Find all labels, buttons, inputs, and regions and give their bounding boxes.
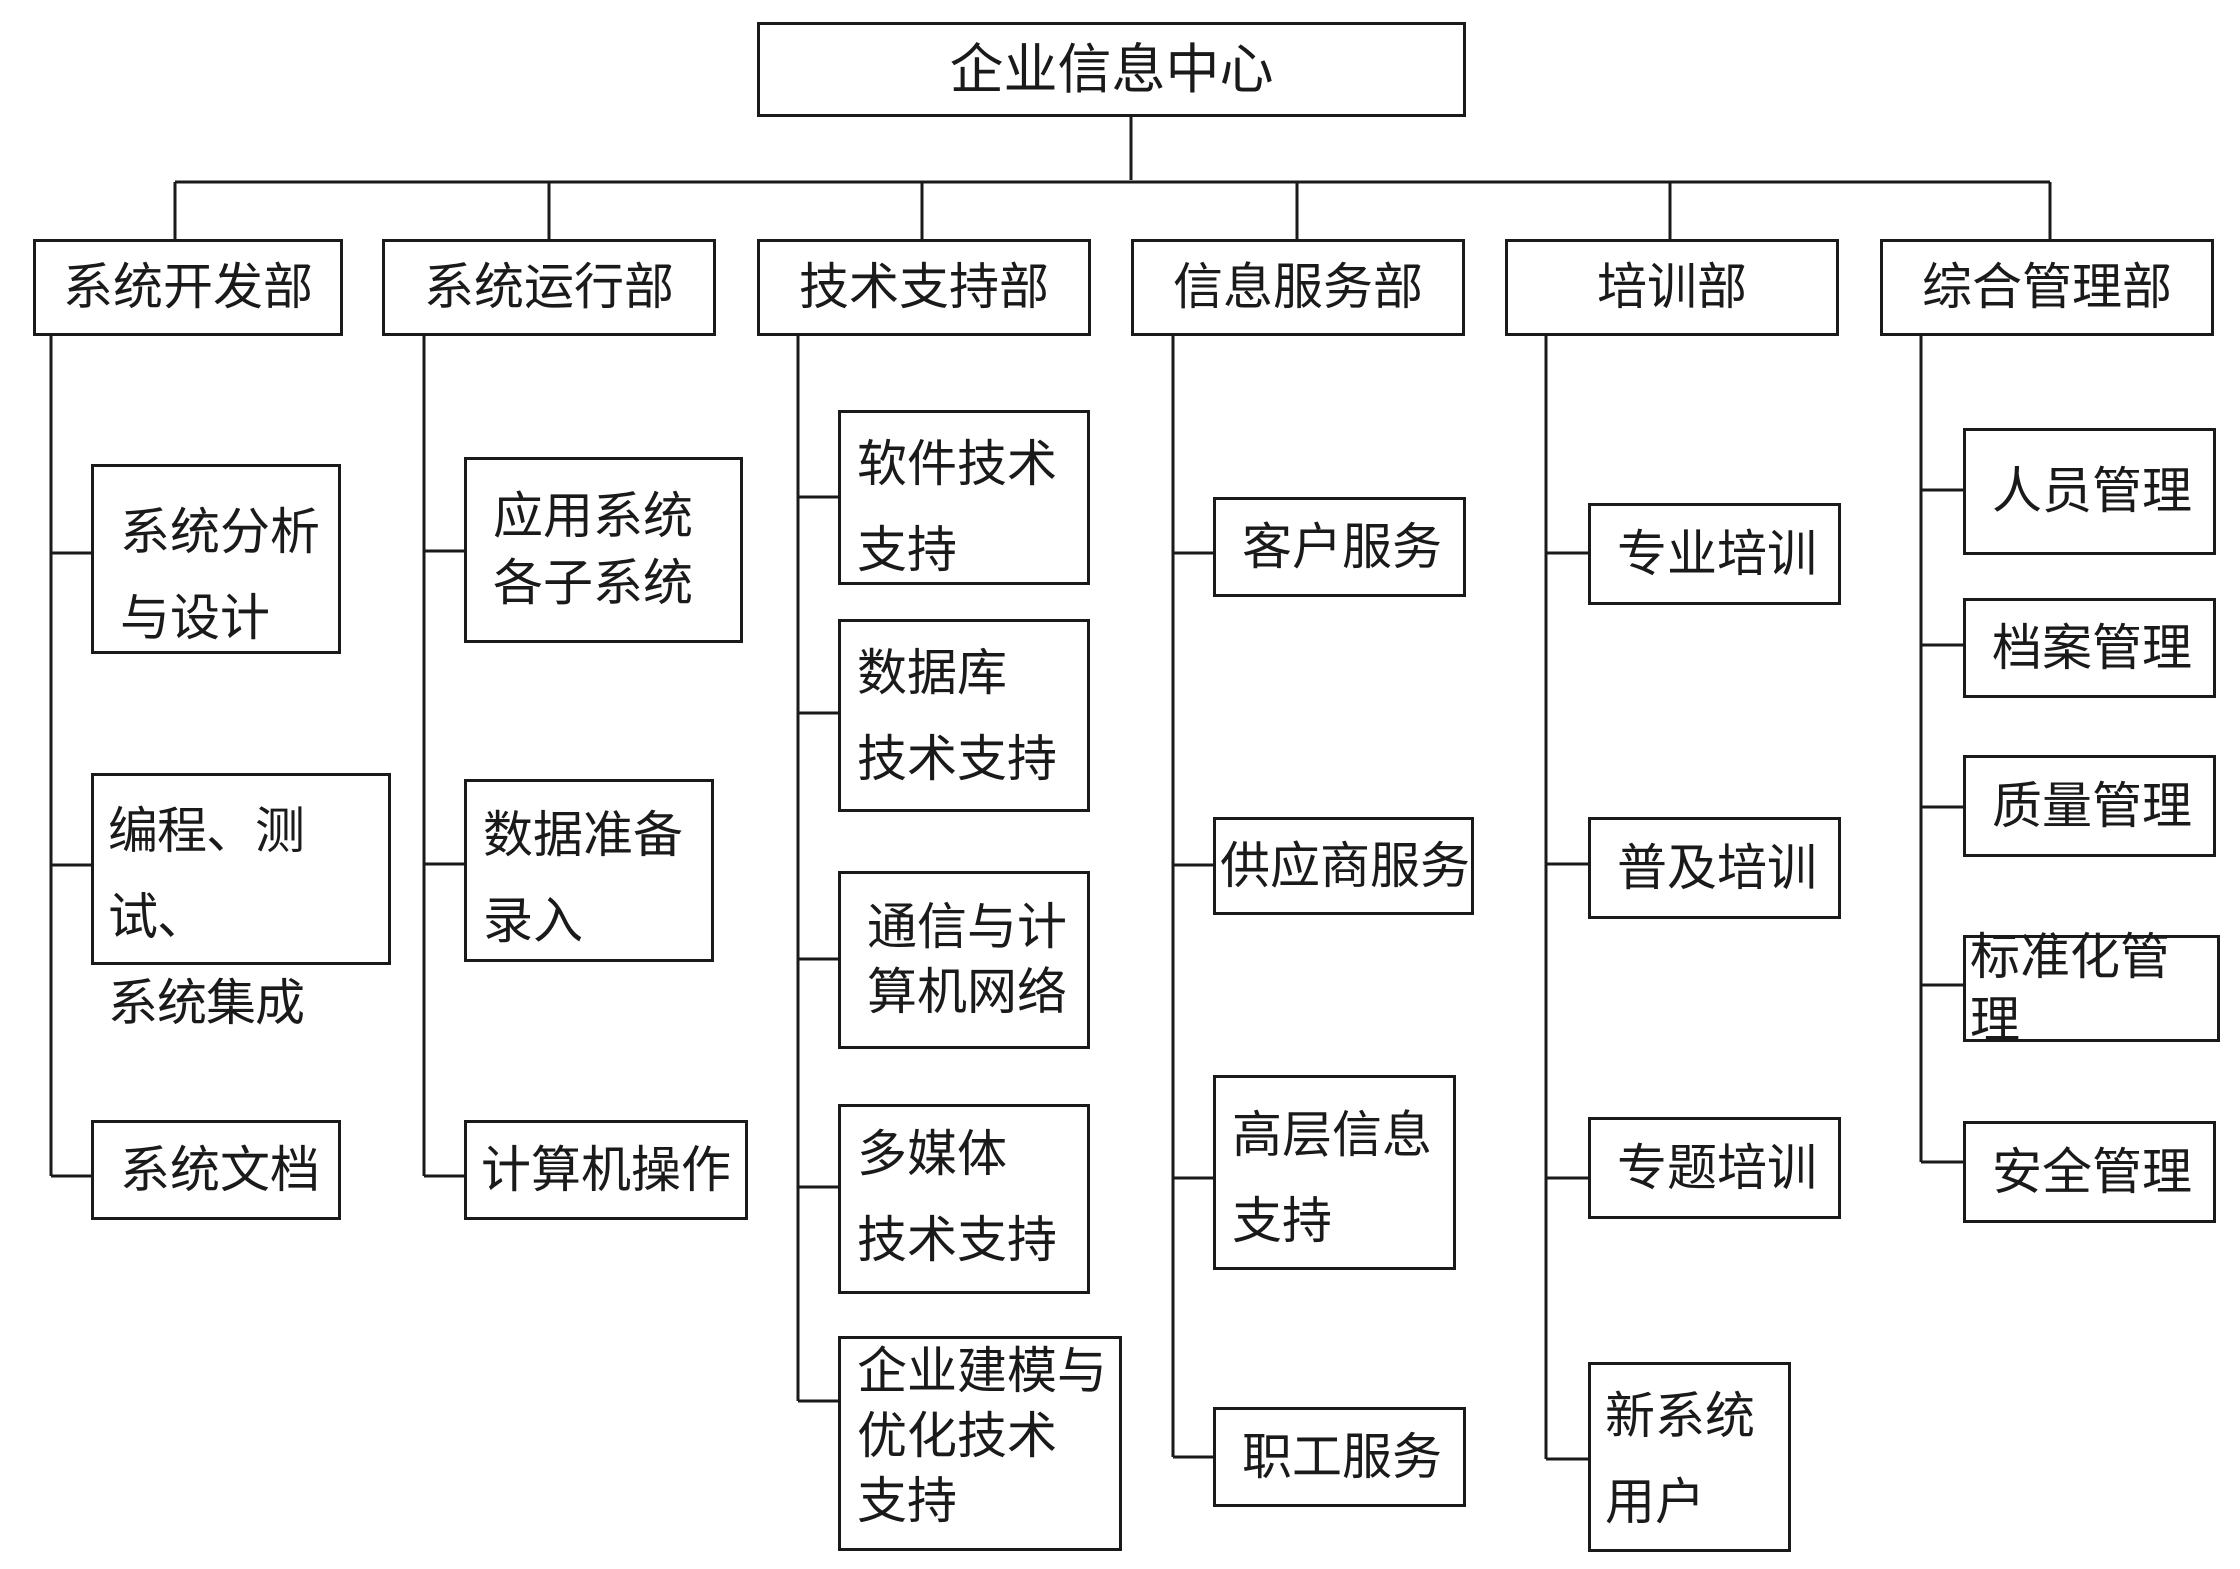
node-archive-management: 档案管理 bbox=[1963, 598, 2216, 698]
node-programming-testing-integration: 编程、测试、 系统集成 bbox=[91, 773, 391, 1032]
node-application-subsystems: 应用系统 各子系统 bbox=[464, 457, 743, 643]
node-enterprise-modeling-optimization: 企业建模与 优化技术 支持 bbox=[838, 1336, 1122, 1551]
node-general-training: 普及培训 bbox=[1588, 817, 1841, 919]
dept-system-operation: 系统运行部 bbox=[382, 239, 716, 336]
node-system-documentation: 系统文档 bbox=[91, 1120, 341, 1220]
node-quality-management: 质量管理 bbox=[1963, 755, 2216, 857]
node-special-topic-training: 专题培训 bbox=[1588, 1117, 1841, 1219]
node-database-tech-support: 数据库 技术支持 bbox=[838, 619, 1090, 812]
node-executive-info-support: 高层信息 支持 bbox=[1213, 1075, 1456, 1270]
dept-information-service: 信息服务部 bbox=[1131, 239, 1465, 336]
node-personnel-management: 人员管理 bbox=[1963, 428, 2216, 555]
node-system-analysis-design: 系统分析 与设计 bbox=[91, 464, 341, 654]
node-standardization-management: 标准化管理 bbox=[1963, 928, 2220, 1049]
node-communication-network: 通信与计 算机网络 bbox=[838, 871, 1090, 1049]
node-professional-training: 专业培训 bbox=[1588, 503, 1841, 605]
node-new-system-users: 新系统 用户 bbox=[1588, 1362, 1791, 1552]
dept-training: 培训部 bbox=[1505, 239, 1839, 336]
node-security-management: 安全管理 bbox=[1963, 1121, 2216, 1223]
root-node: 企业信息中心 bbox=[757, 22, 1466, 117]
node-computer-operation: 计算机操作 bbox=[464, 1120, 748, 1220]
node-software-tech-support: 软件技术 支持 bbox=[838, 410, 1090, 585]
node-supplier-service: 供应商服务 bbox=[1213, 817, 1474, 915]
dept-general-management: 综合管理部 bbox=[1880, 239, 2214, 336]
node-customer-service: 客户服务 bbox=[1213, 497, 1466, 597]
node-employee-service: 职工服务 bbox=[1213, 1407, 1466, 1507]
node-data-preparation-entry: 数据准备 录入 bbox=[464, 779, 714, 962]
dept-system-development: 系统开发部 bbox=[33, 239, 343, 336]
dept-technical-support: 技术支持部 bbox=[757, 239, 1091, 336]
node-multimedia-tech-support: 多媒体 技术支持 bbox=[838, 1104, 1090, 1294]
